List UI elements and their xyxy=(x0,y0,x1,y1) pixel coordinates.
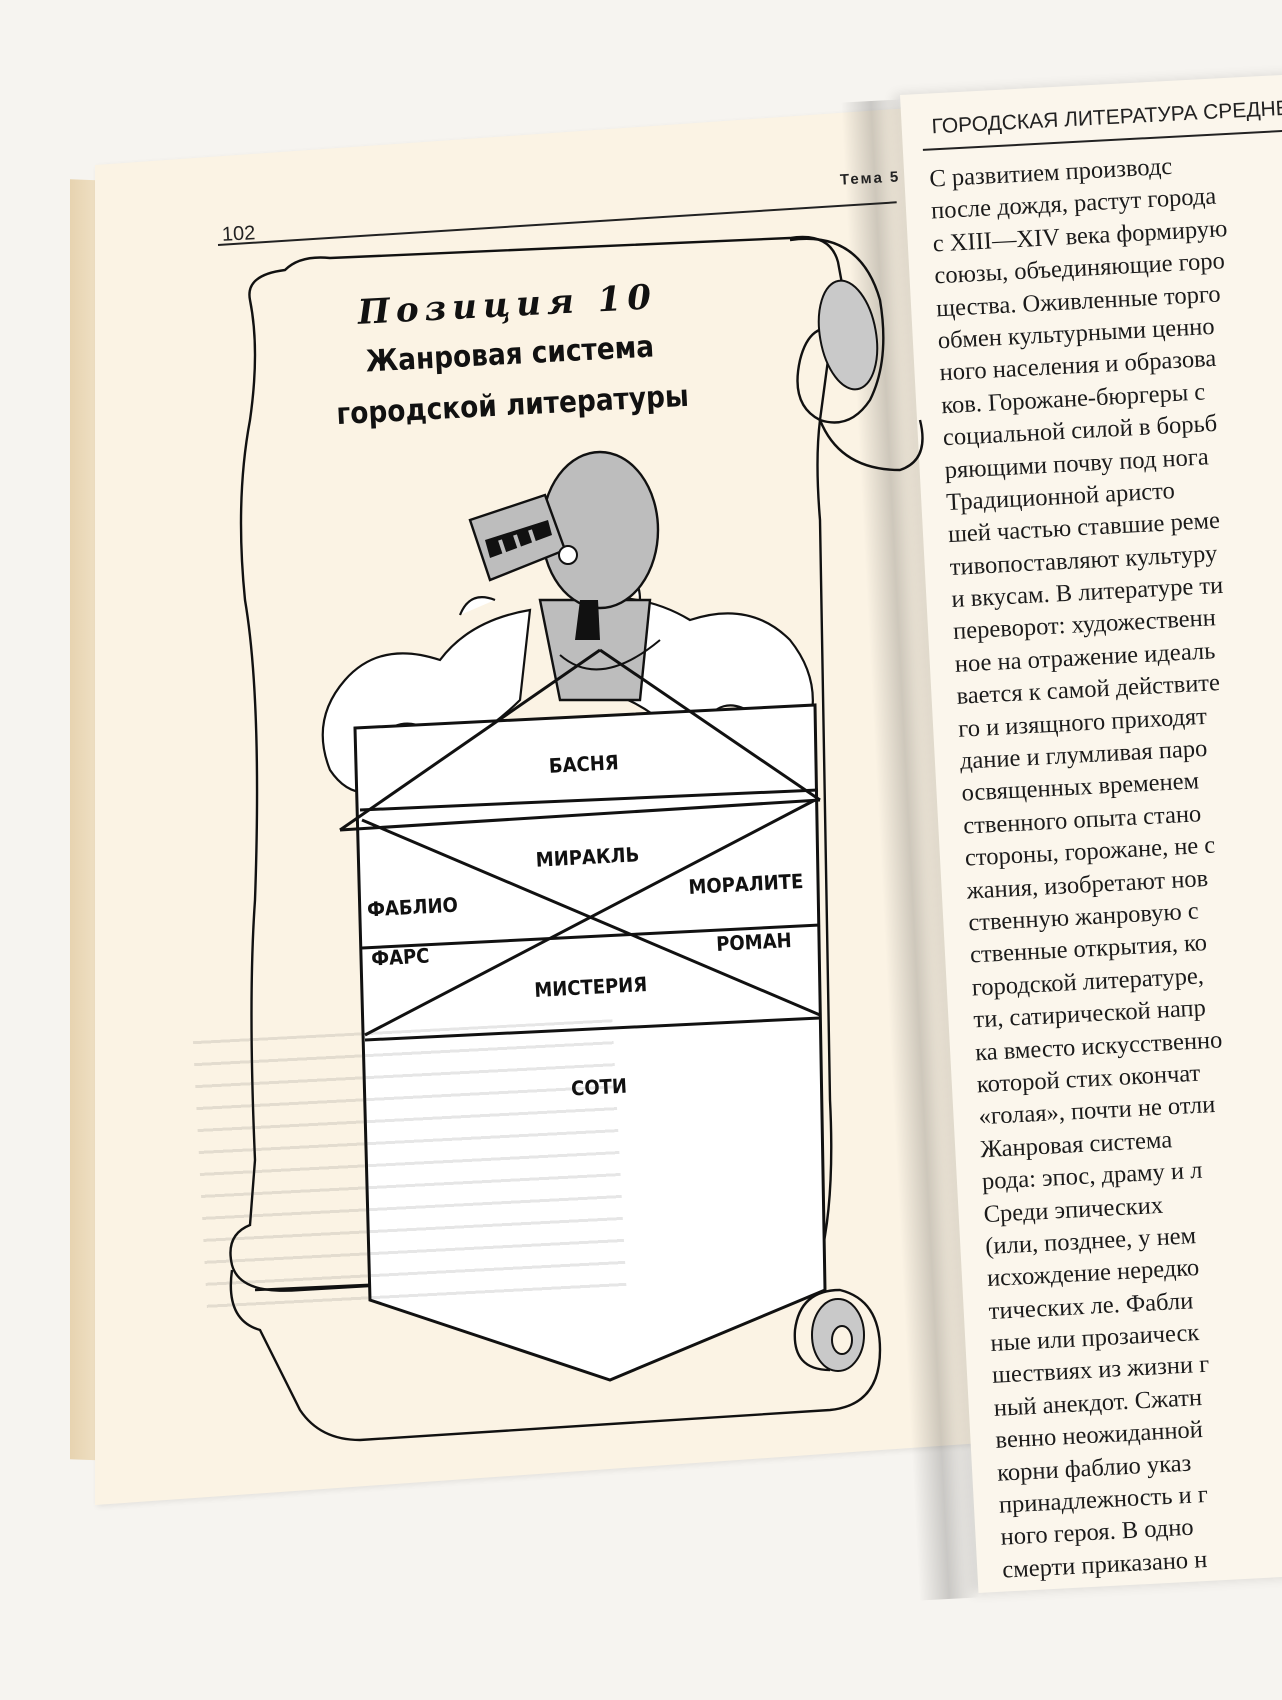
top-curl-shade xyxy=(817,279,879,391)
shield-outline xyxy=(353,703,827,1382)
genre-fablio: ФАБЛИО xyxy=(366,892,459,922)
genre-fars: ФАРС xyxy=(370,943,431,971)
knight-helmet xyxy=(468,450,661,702)
diagram-title: Позиция 10 Жанровая система городской ли… xyxy=(297,274,724,437)
genre-roman: РОМАН xyxy=(715,928,793,956)
scroll-top-curl xyxy=(789,237,885,424)
title-line-1: Жанровая система xyxy=(364,329,655,380)
scroll-bottom-roll xyxy=(229,1269,882,1442)
bleed-through-text xyxy=(192,1019,628,1321)
shield-diagram xyxy=(339,648,827,1382)
genre-basnya: БАСНЯ xyxy=(548,750,620,778)
